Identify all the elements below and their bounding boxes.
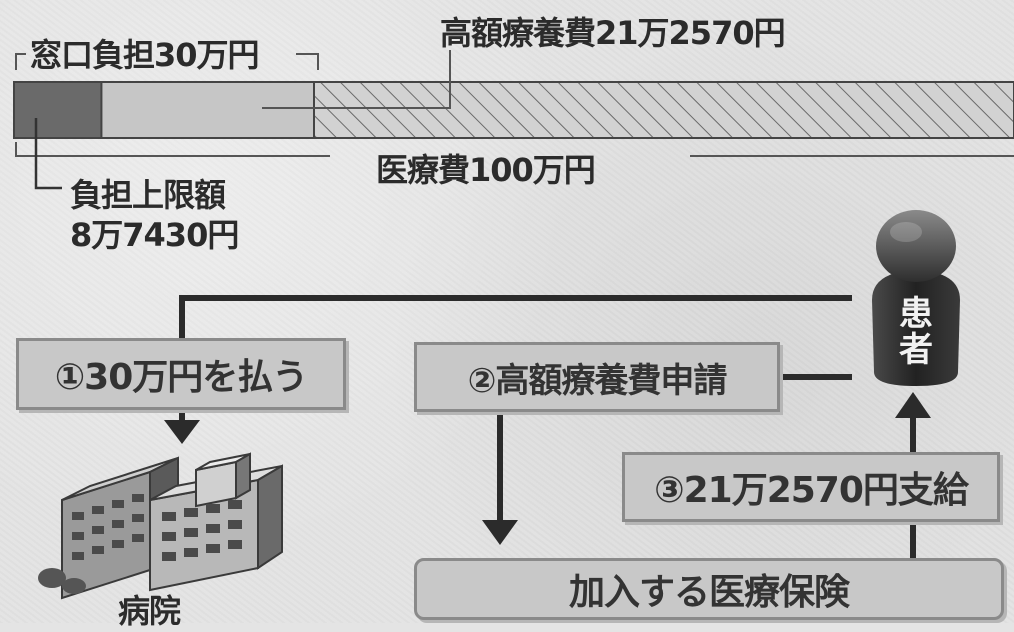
cost-bar [13, 81, 1014, 139]
arrow-down-hospital [164, 420, 200, 444]
patient-figure [872, 210, 960, 386]
step1-box: ①30万円を払う [16, 338, 346, 410]
patient-label: 患者 [899, 294, 933, 370]
insurer-box: 加入する医療保険 [414, 558, 1004, 620]
hospital-icon [38, 452, 283, 600]
insurer-label: 加入する医療保険 [568, 572, 850, 613]
limit-label-line1: 負担上限額 [70, 176, 226, 214]
high-cost-leader [262, 50, 451, 109]
step3-label: ③21万2570円支給 [654, 470, 969, 511]
segment-insurance [314, 82, 1014, 138]
hospital-label: 病院 [118, 592, 181, 630]
limit-leader [34, 118, 62, 190]
window-payment-label: 窓口負担30万円 [30, 36, 260, 74]
high-cost-label: 高額療養費21万2570円 [440, 14, 786, 52]
step2-label: ②高額療養費申請 [467, 360, 728, 401]
bar-outline [13, 81, 1014, 139]
window-payment-bracket-right [296, 53, 319, 70]
total-bracket [15, 142, 330, 157]
step1-label: ①30万円を払う [54, 357, 309, 398]
segment-limit [14, 82, 102, 138]
window-payment-bracket [15, 53, 26, 70]
limit-label-line2: 8万7430円 [70, 216, 239, 254]
step3-box: ③21万2570円支給 [622, 452, 1000, 522]
arrow-down-insurer [482, 520, 518, 545]
segment-high-cost [101, 82, 315, 138]
total-label: 医療費100万円 [376, 151, 596, 189]
arrow-up-patient [895, 392, 931, 418]
step2-box: ②高額療養費申請 [414, 342, 780, 412]
